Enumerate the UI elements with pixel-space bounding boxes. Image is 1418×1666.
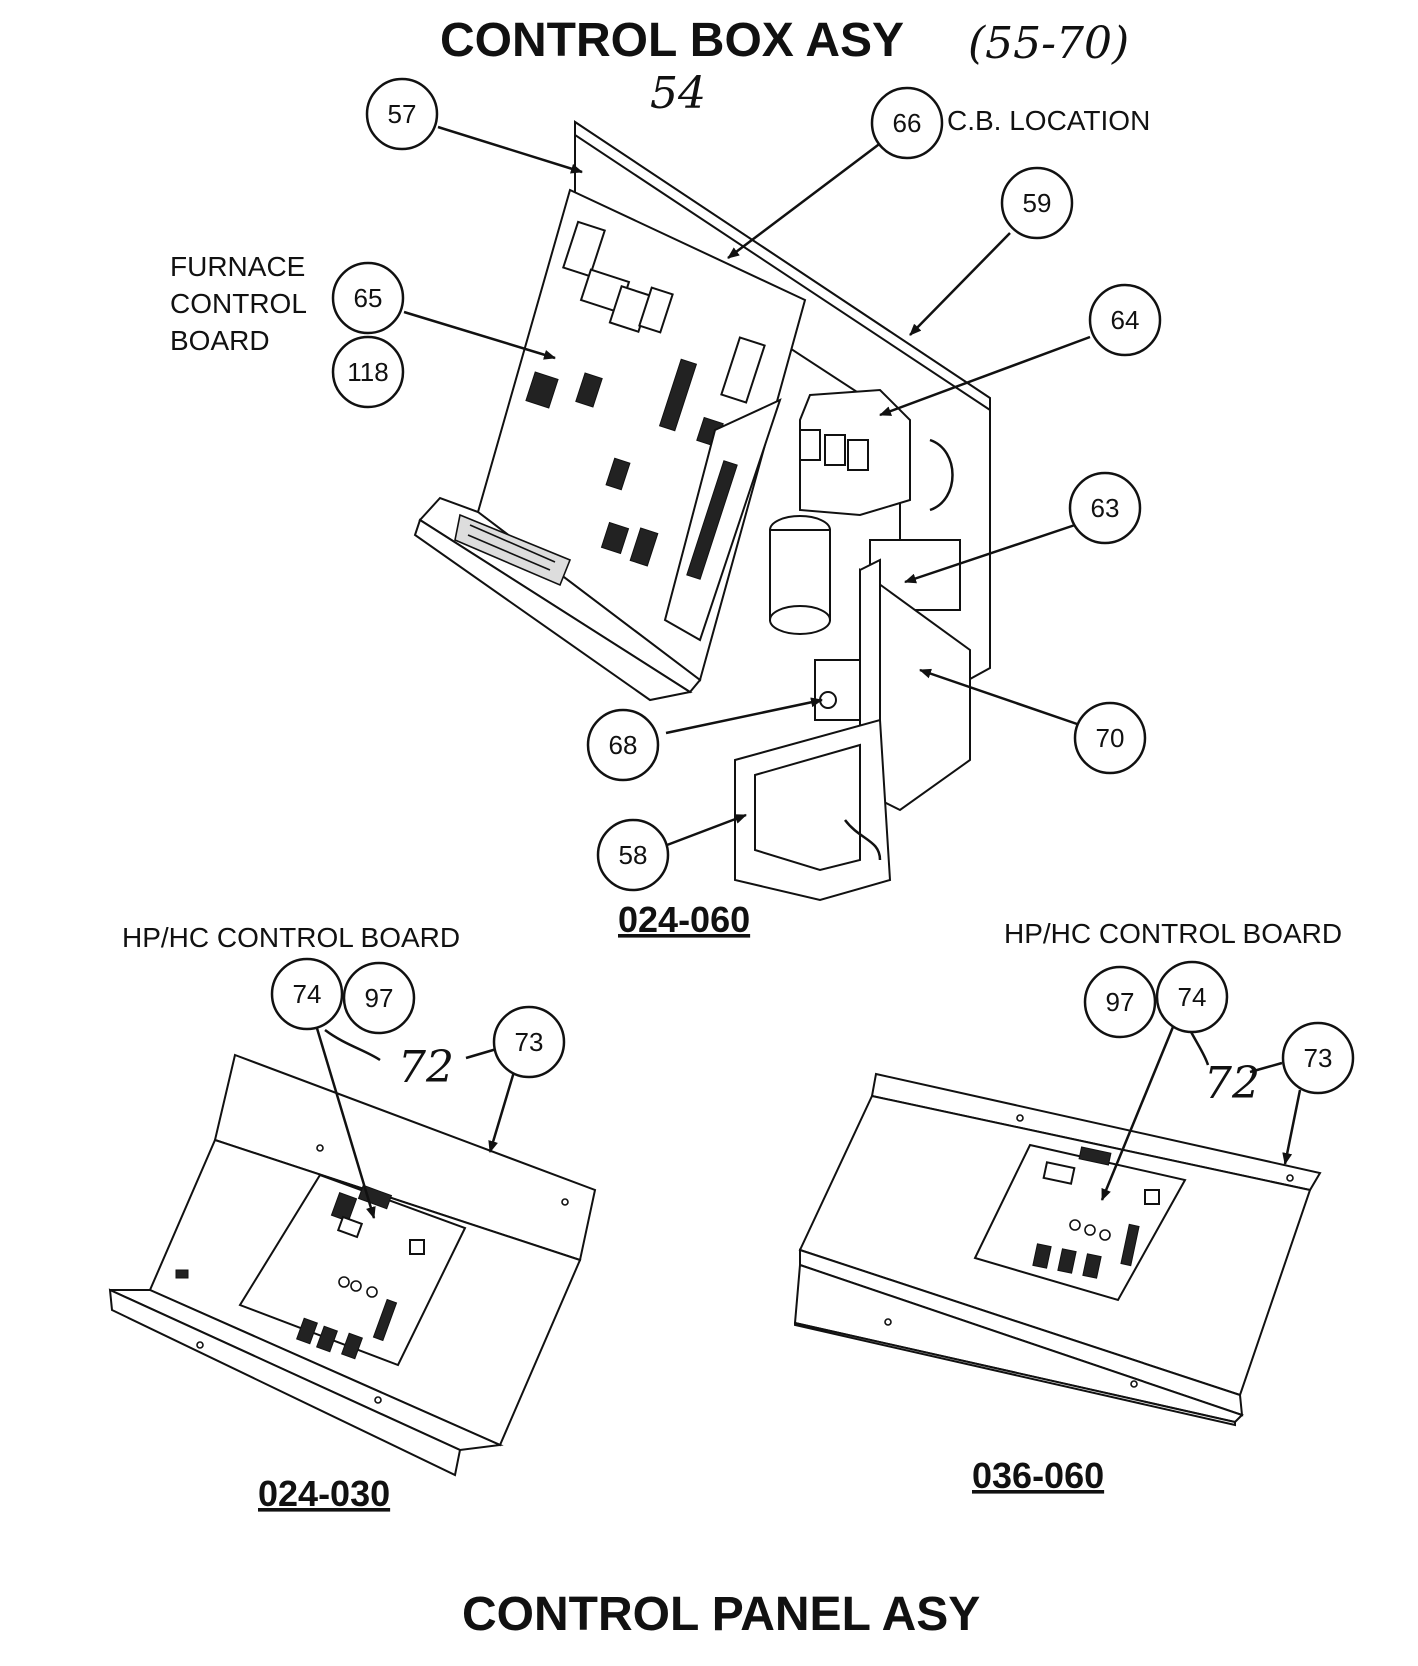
hp-hc-label-left: HP/HC CONTROL BOARD	[122, 922, 460, 953]
furnace-label-2: CONTROL	[170, 288, 307, 319]
callout-70: 70	[1096, 723, 1125, 753]
furnace-label-3: BOARD	[170, 325, 270, 356]
control-box-range: (55-70)	[968, 18, 1129, 69]
callout-57: 57	[388, 99, 417, 129]
cb-location-label: C.B. LOCATION	[947, 105, 1150, 136]
hp-hc-label-right: HP/HC CONTROL BOARD	[1004, 918, 1342, 949]
model-main: 024-060	[618, 899, 750, 940]
callout-66: 66	[893, 108, 922, 138]
control-box-drawing	[413, 120, 991, 902]
callout-65: 65	[354, 283, 383, 313]
right-handwritten-72: 72	[1204, 1058, 1260, 1109]
handwritten-54: 54	[650, 68, 706, 119]
model-right: 036-060	[972, 1455, 1104, 1496]
right-control-panel-drawing	[793, 1072, 1322, 1427]
right-callout-74: 74	[1178, 982, 1207, 1012]
control-box-title: CONTROL BOX ASY	[440, 14, 904, 67]
callout-68: 68	[609, 730, 638, 760]
right-callout-73: 73	[1304, 1043, 1333, 1073]
callout-58: 58	[619, 840, 648, 870]
callout-63: 63	[1091, 493, 1120, 523]
left-control-panel-drawing	[108, 1053, 597, 1477]
left-callout-97: 97	[365, 983, 394, 1013]
callout-118: 118	[347, 357, 388, 387]
furnace-label-1: FURNACE	[170, 251, 305, 282]
left-callout-74: 74	[293, 979, 322, 1009]
right-callout-97: 97	[1106, 987, 1135, 1017]
left-handwritten-72: 72	[398, 1042, 454, 1093]
callout-64: 64	[1111, 305, 1140, 335]
left-callout-73: 73	[515, 1027, 544, 1057]
control-panel-title: CONTROL PANEL ASY	[462, 1588, 980, 1641]
callout-59: 59	[1023, 188, 1052, 218]
model-left: 024-030	[258, 1473, 390, 1514]
